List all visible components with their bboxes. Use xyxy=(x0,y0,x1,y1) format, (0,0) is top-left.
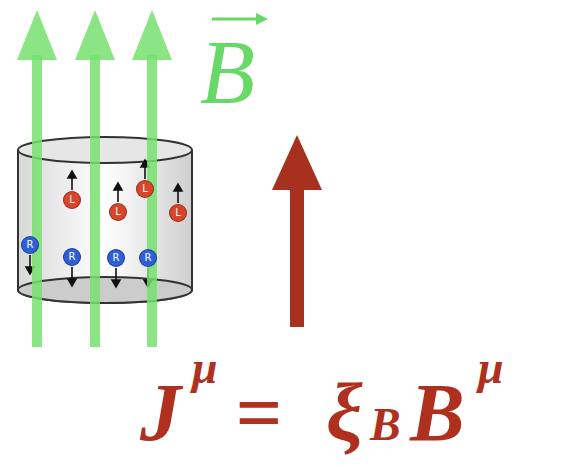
field-symbol: B xyxy=(200,28,255,118)
field-arrows xyxy=(17,10,172,347)
current-arrow xyxy=(272,135,322,327)
current-symbol: J xyxy=(140,372,181,454)
particle-label: R xyxy=(27,240,34,250)
particle-label: L xyxy=(142,184,148,194)
cylinder-bottom xyxy=(18,277,192,303)
particle-circle: R xyxy=(107,249,125,267)
vector-arrow xyxy=(212,13,268,25)
particle-circle: R xyxy=(139,249,157,267)
particle-circle: R xyxy=(63,248,81,266)
spin-arrows xyxy=(26,160,182,287)
particle-label: L xyxy=(69,195,75,205)
cylinder-top xyxy=(18,137,192,163)
field-symbol: B xyxy=(410,372,465,454)
particle-label: R xyxy=(69,252,76,262)
subscript-index: B xyxy=(370,402,401,448)
equals-sign: = xyxy=(235,372,282,454)
particle-circle: L xyxy=(109,203,127,221)
particle-label: R xyxy=(113,253,120,263)
particle-circle: L xyxy=(136,180,154,198)
superscript-index: μ xyxy=(478,345,504,391)
particle-circle: R xyxy=(21,236,39,254)
particle-label: R xyxy=(145,253,152,263)
superscript-index: μ xyxy=(192,345,218,391)
particle-circle: L xyxy=(169,204,187,222)
particle-label: L xyxy=(175,208,181,218)
cylinder-body xyxy=(18,150,192,303)
particle-label: L xyxy=(115,207,121,217)
particle-circle: L xyxy=(63,191,81,209)
coefficient-symbol: ξ xyxy=(326,372,363,454)
